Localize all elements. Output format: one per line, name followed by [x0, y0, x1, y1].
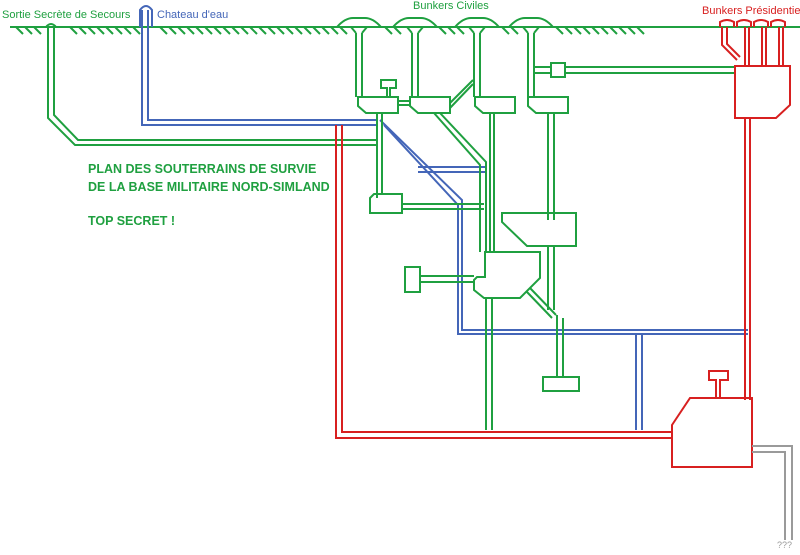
- plan-title: PLAN DES SOUTERRAINS DE SURVIE DE LA BAS…: [88, 160, 330, 230]
- ground-hatch: [222, 26, 231, 35]
- ground-hatch: [447, 26, 456, 35]
- unknown-label: ???: [777, 540, 793, 550]
- ground-hatch: [627, 26, 636, 35]
- ground-hatch: [564, 26, 573, 35]
- ground-hatch: [204, 26, 213, 35]
- ground-hatch: [600, 26, 609, 35]
- title-line-2: DE LA BASE MILITAIRE NORD-SIMLAND: [88, 180, 330, 194]
- civil-bunker-dome: [336, 17, 382, 34]
- ground-hatch: [573, 26, 582, 35]
- ground-hatch: [501, 26, 510, 35]
- ground-hatch: [123, 26, 132, 35]
- ground-hatch: [636, 26, 645, 35]
- title-line-1: PLAN DES SOUTERRAINS DE SURVIE: [88, 162, 317, 176]
- ground-hatch: [258, 26, 267, 35]
- ground-hatch: [195, 26, 204, 35]
- ground-hatch: [132, 26, 141, 35]
- ground-hatch: [159, 26, 168, 35]
- ground-hatch: [330, 26, 339, 35]
- ground-hatch: [321, 26, 330, 35]
- ground-hatch: [168, 26, 177, 35]
- ground-hatch: [339, 26, 348, 35]
- ground-hatch: [249, 26, 258, 35]
- ground-hatch: [105, 26, 114, 35]
- ground-hatch: [87, 26, 96, 35]
- ground-hatch: [276, 26, 285, 35]
- ground-hatch: [33, 26, 42, 35]
- ground-hatch: [393, 26, 402, 35]
- ground-hatch: [384, 26, 393, 35]
- civil-bunker-dome: [392, 17, 438, 34]
- presidential-bunkers-label: Bunkers Présidentiels: [702, 5, 800, 17]
- ground-hatch: [609, 26, 618, 35]
- civil-tunnels: [355, 33, 735, 430]
- ground-hatch: [231, 26, 240, 35]
- ground-hatch: [591, 26, 600, 35]
- civil-bunkers-label: Bunkers Civiles: [413, 0, 489, 12]
- ground-hatch: [312, 26, 321, 35]
- ground-hatch: [285, 26, 294, 35]
- ground-hatch: [582, 26, 591, 35]
- ground-hatch: [240, 26, 249, 35]
- ground-hatch: [510, 26, 519, 35]
- emergency-exit-tunnel: [45, 23, 378, 146]
- ground-hatch: [267, 26, 276, 35]
- civil-bunker-entrances: [336, 17, 554, 34]
- water-pipes: [139, 5, 748, 430]
- emergency-exit-label: Sortie Secrète de Secours: [2, 9, 131, 21]
- top-secret-label: TOP SECRET !: [88, 214, 176, 228]
- ground-hatch: [555, 26, 564, 35]
- ground-hatch: [96, 26, 105, 35]
- ground-surface: [10, 26, 800, 35]
- ground-hatch: [114, 26, 123, 35]
- civil-bunker-dome: [454, 17, 500, 34]
- civil-bunker-dome: [508, 17, 554, 34]
- presidential-tunnels: [335, 19, 791, 468]
- ground-hatch: [177, 26, 186, 35]
- unknown-passage: [752, 445, 793, 540]
- ground-hatch: [438, 26, 447, 35]
- ground-hatch: [24, 26, 33, 35]
- ground-hatch: [186, 26, 195, 35]
- ground-hatch: [618, 26, 627, 35]
- ground-hatch: [303, 26, 312, 35]
- ground-hatch: [456, 26, 465, 35]
- ground-hatch: [69, 26, 78, 35]
- ground-hatch: [213, 26, 222, 35]
- ground-hatch: [294, 26, 303, 35]
- water-tower-label: Chateau d'eau: [157, 9, 229, 21]
- ground-hatch: [15, 26, 24, 35]
- ground-hatch: [78, 26, 87, 35]
